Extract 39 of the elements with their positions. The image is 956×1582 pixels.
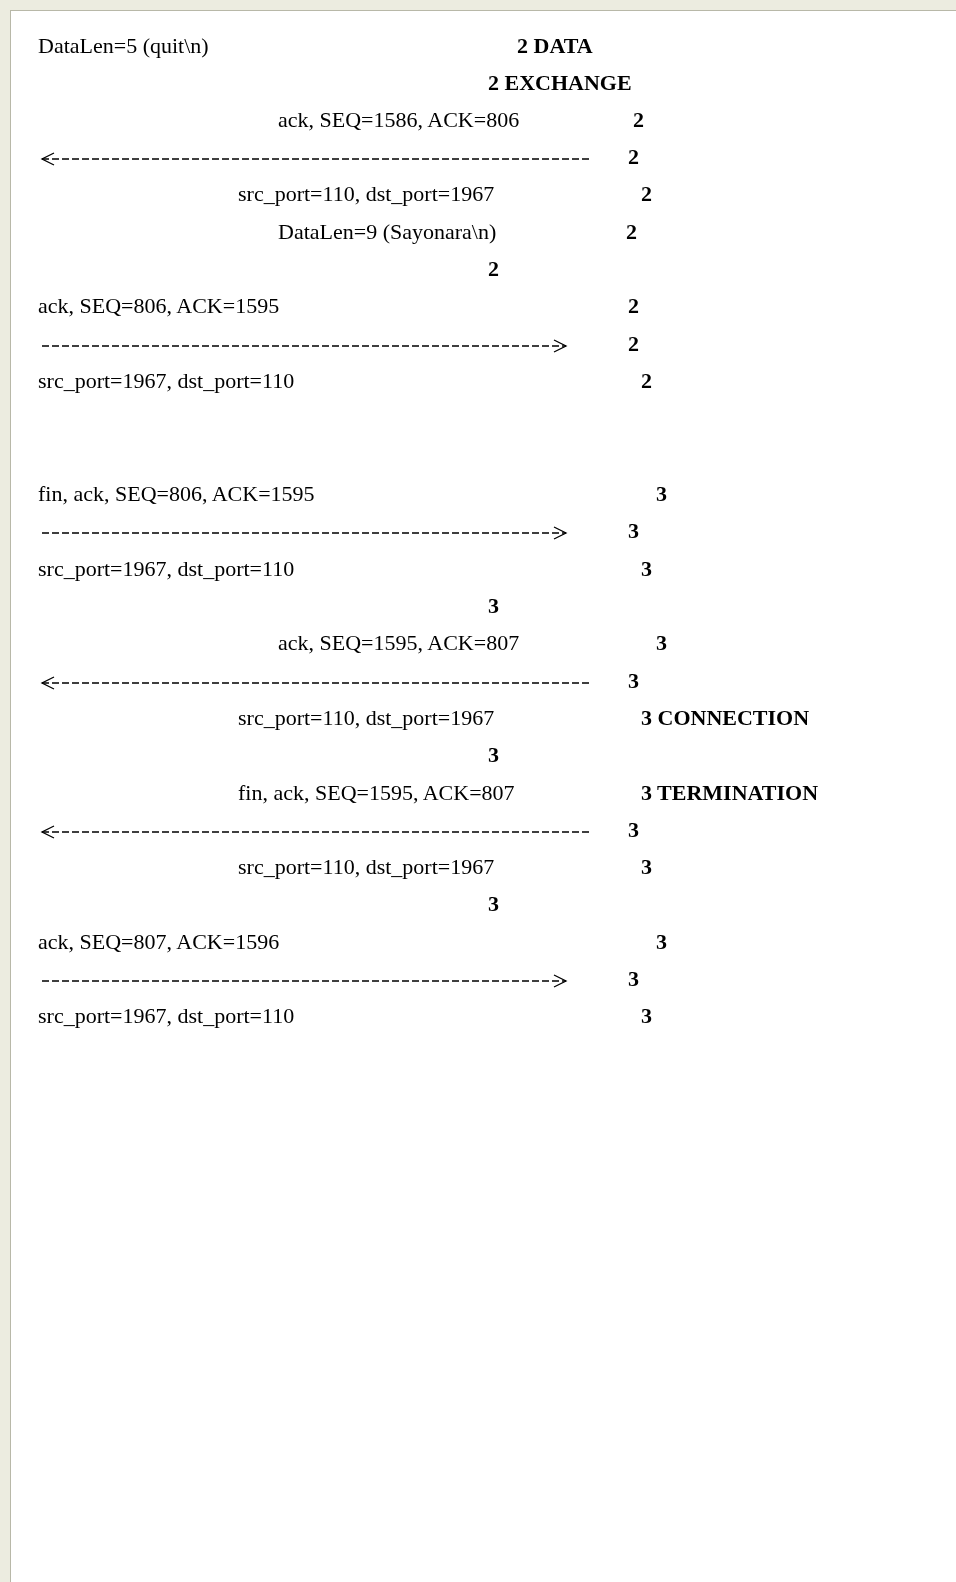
section-marker: 2 bbox=[628, 293, 639, 319]
section-marker: 2 DATA bbox=[517, 33, 593, 59]
packet-text: DataLen=9 (Sayonara\n) bbox=[278, 219, 497, 245]
packet-text: fin, ack, SEQ=1595, ACK=807 bbox=[238, 780, 515, 806]
packet-text: ack, SEQ=807, ACK=1596 bbox=[38, 929, 280, 955]
packet-text: fin, ack, SEQ=806, ACK=1595 bbox=[38, 481, 315, 507]
section-marker: 3 bbox=[488, 593, 499, 619]
packet-text: DataLen=5 (quit\n) bbox=[38, 33, 209, 59]
section-marker: 3 bbox=[488, 891, 499, 917]
packet-text: ack, SEQ=1595, ACK=807 bbox=[278, 630, 520, 656]
section-marker: 2 bbox=[628, 144, 639, 170]
section-marker: 2 EXCHANGE bbox=[488, 70, 632, 96]
section-marker: 2 bbox=[641, 368, 652, 394]
section-marker: 3 bbox=[628, 966, 639, 992]
section-marker: 3 bbox=[641, 1003, 652, 1029]
section-marker: 2 bbox=[626, 219, 637, 245]
packet-text: src_port=1967, dst_port=110 bbox=[38, 1003, 295, 1029]
section-marker: 3 bbox=[628, 817, 639, 843]
section-marker: 2 bbox=[633, 107, 644, 133]
section-marker: 3 CONNECTION bbox=[641, 705, 810, 731]
section-marker: 3 bbox=[656, 929, 667, 955]
section-marker: 2 bbox=[488, 256, 499, 282]
packet-text: ack, SEQ=806, ACK=1595 bbox=[38, 293, 280, 319]
section-marker: 3 bbox=[488, 742, 499, 768]
packet-text: src_port=110, dst_port=1967 bbox=[238, 181, 495, 207]
section-marker: 3 bbox=[628, 518, 639, 544]
packet-text: ack, SEQ=1586, ACK=806 bbox=[278, 107, 520, 133]
section-marker: 3 bbox=[641, 854, 652, 880]
section-marker: 2 bbox=[641, 181, 652, 207]
section-marker: 3 bbox=[628, 668, 639, 694]
packet-text: src_port=110, dst_port=1967 bbox=[238, 854, 495, 880]
packet-text: src_port=1967, dst_port=110 bbox=[38, 368, 295, 394]
packet-text: src_port=1967, dst_port=110 bbox=[38, 556, 295, 582]
section-marker: 2 bbox=[628, 331, 639, 357]
section-marker: 3 TERMINATION bbox=[641, 780, 819, 806]
section-marker: 3 bbox=[641, 556, 652, 582]
packet-text: src_port=110, dst_port=1967 bbox=[238, 705, 495, 731]
section-marker: 3 bbox=[656, 481, 667, 507]
section-marker: 3 bbox=[656, 630, 667, 656]
